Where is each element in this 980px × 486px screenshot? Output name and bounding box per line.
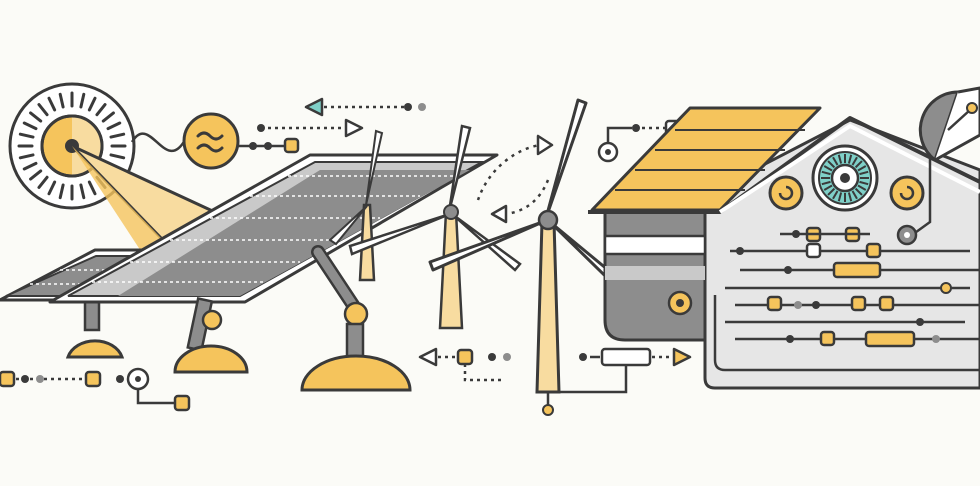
gear-tooth — [851, 156, 858, 166]
sun-ray — [79, 183, 86, 200]
bottom-left-connector-icon — [0, 367, 191, 412]
gear-tooth — [821, 180, 831, 186]
solar-panel-main-icon — [48, 153, 499, 304]
gear-tooth — [823, 165, 833, 172]
sun-ray — [58, 92, 65, 109]
gear-tooth — [837, 154, 843, 164]
sun-ray — [87, 96, 97, 112]
sun-ray — [22, 121, 38, 131]
sun-ray — [47, 180, 57, 196]
bottom-center-arrows-icon — [418, 347, 692, 416]
panel-leg-left — [173, 297, 249, 374]
gear-tooth — [837, 192, 843, 202]
sun-ray — [22, 161, 38, 171]
sun-ray — [101, 111, 115, 123]
gear-tooth — [827, 160, 836, 169]
gear-tooth — [859, 170, 869, 176]
sun-ray — [29, 169, 43, 181]
house-icon — [588, 106, 980, 390]
gear-tooth — [832, 156, 839, 166]
gear-tooth — [847, 192, 853, 202]
sun-ray — [18, 132, 35, 139]
sun-ray — [37, 103, 49, 117]
sun-ray — [18, 153, 35, 160]
sun-ray — [109, 153, 126, 160]
sun-ray — [87, 180, 97, 196]
sun-ray — [47, 96, 57, 112]
gear-tooth — [854, 160, 863, 169]
gear-tooth — [857, 165, 867, 172]
sun-ray — [106, 121, 122, 131]
gear-tooth — [857, 184, 867, 191]
gear-tooth — [854, 187, 863, 196]
sun-ray — [109, 132, 126, 139]
gear-tooth — [851, 190, 858, 200]
rotation-arrows-icon — [476, 134, 554, 224]
gear-teeth — [821, 154, 869, 202]
sun-ray — [79, 92, 86, 109]
top-left-arrow-icon — [304, 97, 426, 117]
panel-leg-right — [300, 245, 412, 392]
gear-tooth — [821, 170, 831, 176]
sun-ray — [95, 103, 107, 117]
gear-tooth — [823, 184, 833, 191]
wind-turbine-middle-icon — [348, 124, 522, 330]
gear-tooth — [859, 180, 869, 186]
sun-rays — [17, 91, 127, 201]
sun-ray — [37, 175, 49, 189]
sun-ray — [29, 111, 43, 123]
gear-tooth — [847, 154, 853, 164]
house-circuit-nodes — [736, 226, 952, 348]
gear-tooth — [827, 187, 836, 196]
top-right-arrow-icon — [257, 118, 364, 138]
gear-tooth — [832, 190, 839, 200]
satellite-dish-icon — [918, 86, 980, 162]
sun-ray — [58, 183, 65, 200]
wind-turbine-front-icon — [428, 98, 644, 394]
gear-icon — [811, 144, 879, 212]
wave-icon — [130, 112, 300, 170]
